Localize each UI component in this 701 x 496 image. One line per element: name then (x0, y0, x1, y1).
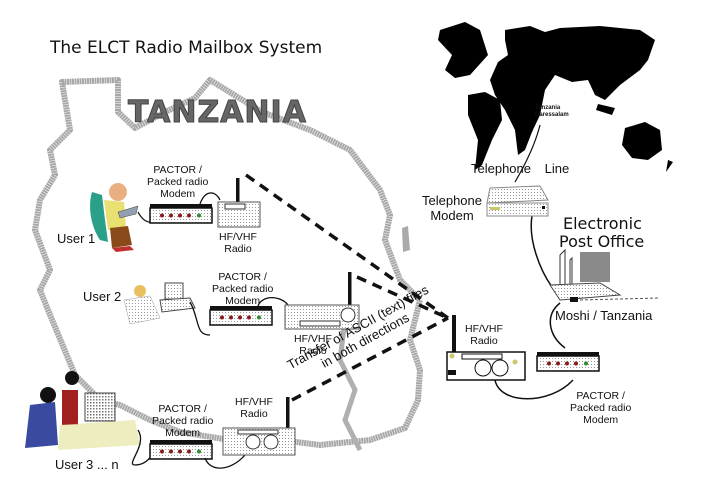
telephone-modem-line2: Modem (430, 207, 474, 223)
user3-figures (25, 371, 140, 450)
user2-modem-line2: Packed radio (212, 283, 274, 296)
user1-modem-line1: PACTOR / (153, 164, 202, 176)
user1-radio-line2: Radio (224, 243, 252, 256)
user2-label: User 2 (83, 289, 122, 304)
zanzibar-island (402, 226, 410, 252)
user1-modem-radio-cable (199, 192, 221, 205)
post-office-to-modem-cable (549, 302, 566, 349)
user1-label: User 1 (57, 231, 96, 246)
central-modem-line2: Packed radio (570, 402, 632, 415)
user2-radio-label: HF/VHF Radio (294, 333, 332, 357)
user3-modem-line3: Modem (165, 427, 201, 440)
central-modem-line1: PACTOR / (576, 390, 625, 402)
diagram-title: The ELCT Radio Mailbox System (50, 38, 323, 58)
radio-links (244, 173, 450, 402)
post-office-line1: Electronic (563, 214, 642, 233)
country-label: TANZANIA (128, 95, 307, 131)
world-map (438, 22, 673, 172)
user2-modem-line1: PACTOR / (218, 271, 267, 283)
user2-modem-radio-cable (257, 296, 289, 307)
telephone-modem-line1: Telephone (422, 193, 482, 208)
indonesia (596, 104, 615, 115)
user3-modem-device (149, 439, 213, 460)
user1-radio-device (217, 178, 261, 228)
tanzania-outline (32, 77, 423, 448)
central-radio-label: HF/VHF Radio (465, 323, 503, 347)
user2-modem-label: PACTOR / Packed radio Modem (212, 271, 273, 307)
user3-radio-line2: Radio (240, 408, 268, 421)
user1-modem-line3: Modem (160, 188, 196, 201)
north-america (438, 22, 488, 78)
user2-radio-device (284, 272, 360, 330)
central-modem-label: PACTOR / Packed radio Modem (570, 390, 631, 426)
user1-modem-device (149, 203, 213, 224)
central-modem-line3: Modem (583, 414, 619, 427)
telephone-modem-device (486, 185, 549, 217)
post-office-label: Electronic Post Office (559, 215, 644, 250)
central-radio-line2: Radio (470, 335, 498, 348)
city-label-line1: Tanzania (535, 105, 561, 111)
central-radio-device (446, 315, 526, 381)
user1-radio-line1: HF/VHF (219, 231, 257, 243)
world-map-city-label: Tanzania Daressalam (535, 105, 569, 118)
user2-radio-line1: HF/VHF (294, 333, 332, 345)
user2-figure (123, 282, 196, 325)
user3-radio-label: HF/VHF Radio (235, 396, 273, 420)
user3-modem-line1: PACTOR / (158, 403, 207, 415)
telephone-line-label: Telephone Line (471, 161, 570, 177)
user3-radio-line1: HF/VHF (235, 396, 273, 408)
user3-label: User 3 ... n (55, 457, 119, 472)
user3-modem-label: PACTOR / Packed radio Modem (152, 403, 213, 439)
telephone-line-cable (514, 124, 541, 183)
telephone-modem-label: Telephone Modem (422, 193, 482, 224)
telephone-line-label-2: Line (544, 161, 570, 176)
post-office-location: Moshi / Tanzania (555, 308, 653, 323)
user3-radio-device (222, 397, 296, 456)
radio-link-user3 (291, 316, 449, 402)
radio-link-user1 (244, 173, 450, 320)
post-office-line2: Post Office (559, 231, 645, 251)
user3-modem-radio-cable (204, 454, 246, 469)
modem-to-post-office-cable (530, 215, 553, 288)
south-america (468, 92, 502, 170)
user2-radio-line2: Radio (299, 345, 327, 358)
user1-modem-label: PACTOR / Packed radio Modem (147, 164, 208, 200)
user1-radio-label: HF/VHF Radio (219, 231, 257, 255)
lake-outline (337, 319, 363, 452)
user3-modem-line2: Packed radio (152, 415, 214, 428)
user1-figure (90, 183, 139, 252)
central-radio-line1: HF/VHF (465, 323, 503, 335)
africa-europe-asia (490, 26, 655, 155)
new-zealand (666, 160, 673, 172)
telephone-line-label-1: Telephone (471, 161, 531, 176)
city-label-line2: Daressalam (535, 111, 569, 118)
central-modem-device (536, 351, 600, 372)
user2-modem-line3: Modem (225, 295, 261, 308)
user2-modem-device (209, 305, 273, 326)
central-radio-to-modem-cable (494, 379, 574, 400)
post-office-computer (549, 248, 661, 302)
user2-cable (189, 301, 211, 336)
user1-modem-line2: Packed radio (147, 176, 209, 189)
australia (622, 122, 662, 160)
